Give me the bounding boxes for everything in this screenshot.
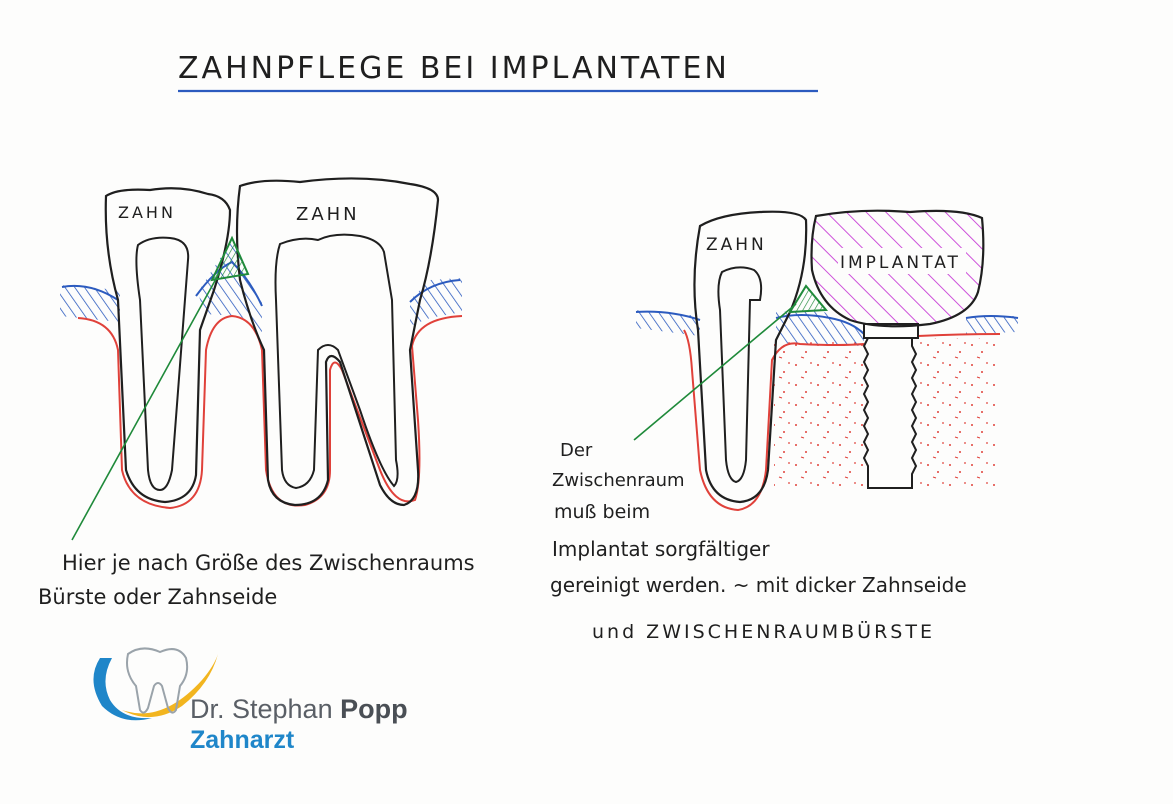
gum-hatch-middle (198, 240, 262, 332)
pointer-line-left (71, 267, 223, 541)
right-note-line-6: und ZWISCHENRAUMBÜRSTE (592, 620, 935, 643)
left-diagram: ZAHN ZAHN Hier je nach Größe des Zwische… (38, 177, 475, 609)
bone-dots-a (774, 340, 866, 490)
right-diagram: ZAHN IMPLANTAT Der Zwischenraum muß beim… (550, 209, 1019, 643)
logo-name-bold: Popp (340, 694, 408, 724)
tooth-outline-3 (693, 210, 808, 504)
plaque-triangle-left (210, 235, 250, 282)
tooth-outline-1 (104, 187, 232, 504)
gum-hatch-left (60, 285, 120, 322)
tooth-outline-2 (235, 177, 440, 507)
right-note-line-1: Der (560, 440, 593, 461)
right-note-line-3: muß beim (554, 501, 650, 523)
bone-line-right (683, 329, 1001, 512)
gum-hatch-right-a (636, 310, 700, 336)
plaque-triangle-right (788, 284, 829, 314)
implant-label-bg (838, 248, 966, 274)
logo-subtitle: Zahnarzt (190, 726, 295, 754)
implant-screw (862, 337, 918, 489)
tooth-label-3: ZAHN (706, 235, 767, 255)
pointer-line-right (633, 303, 797, 441)
bone-line-left (77, 314, 463, 510)
logo-name-prefix: Dr. Stephan (190, 694, 341, 724)
gum-line-right (635, 310, 1019, 335)
implant-label: IMPLANTAT (840, 253, 961, 273)
tooth-label-2: ZAHN (296, 204, 360, 225)
dentist-logo-icon (93, 647, 218, 721)
gum-hatch-right-b (776, 310, 864, 346)
page-title: ZAHNPFLEGE BEI IMPLANTATEN (178, 51, 730, 86)
left-note-line-1: Hier je nach Größe des Zwischenraums (62, 551, 475, 575)
right-note-line-2: Zwischenraum (552, 470, 685, 491)
tooth-root-canal-3 (717, 266, 763, 484)
tooth-root-canal-1 (135, 236, 190, 492)
right-note-line-5: gereinigt werden. ~ mit dicker Zahnseide (550, 573, 967, 597)
tooth-label-1: ZAHN (118, 203, 176, 222)
left-note-line-2: Bürste oder Zahnseide (38, 585, 277, 609)
tooth-root-canal-2 (274, 233, 399, 490)
bone-dots-b (918, 338, 998, 488)
logo-name: Dr. Stephan Popp (190, 694, 408, 725)
gum-hatch-right-c (966, 316, 1018, 334)
right-note-line-4: Implantat sorgfältiger (552, 537, 770, 561)
